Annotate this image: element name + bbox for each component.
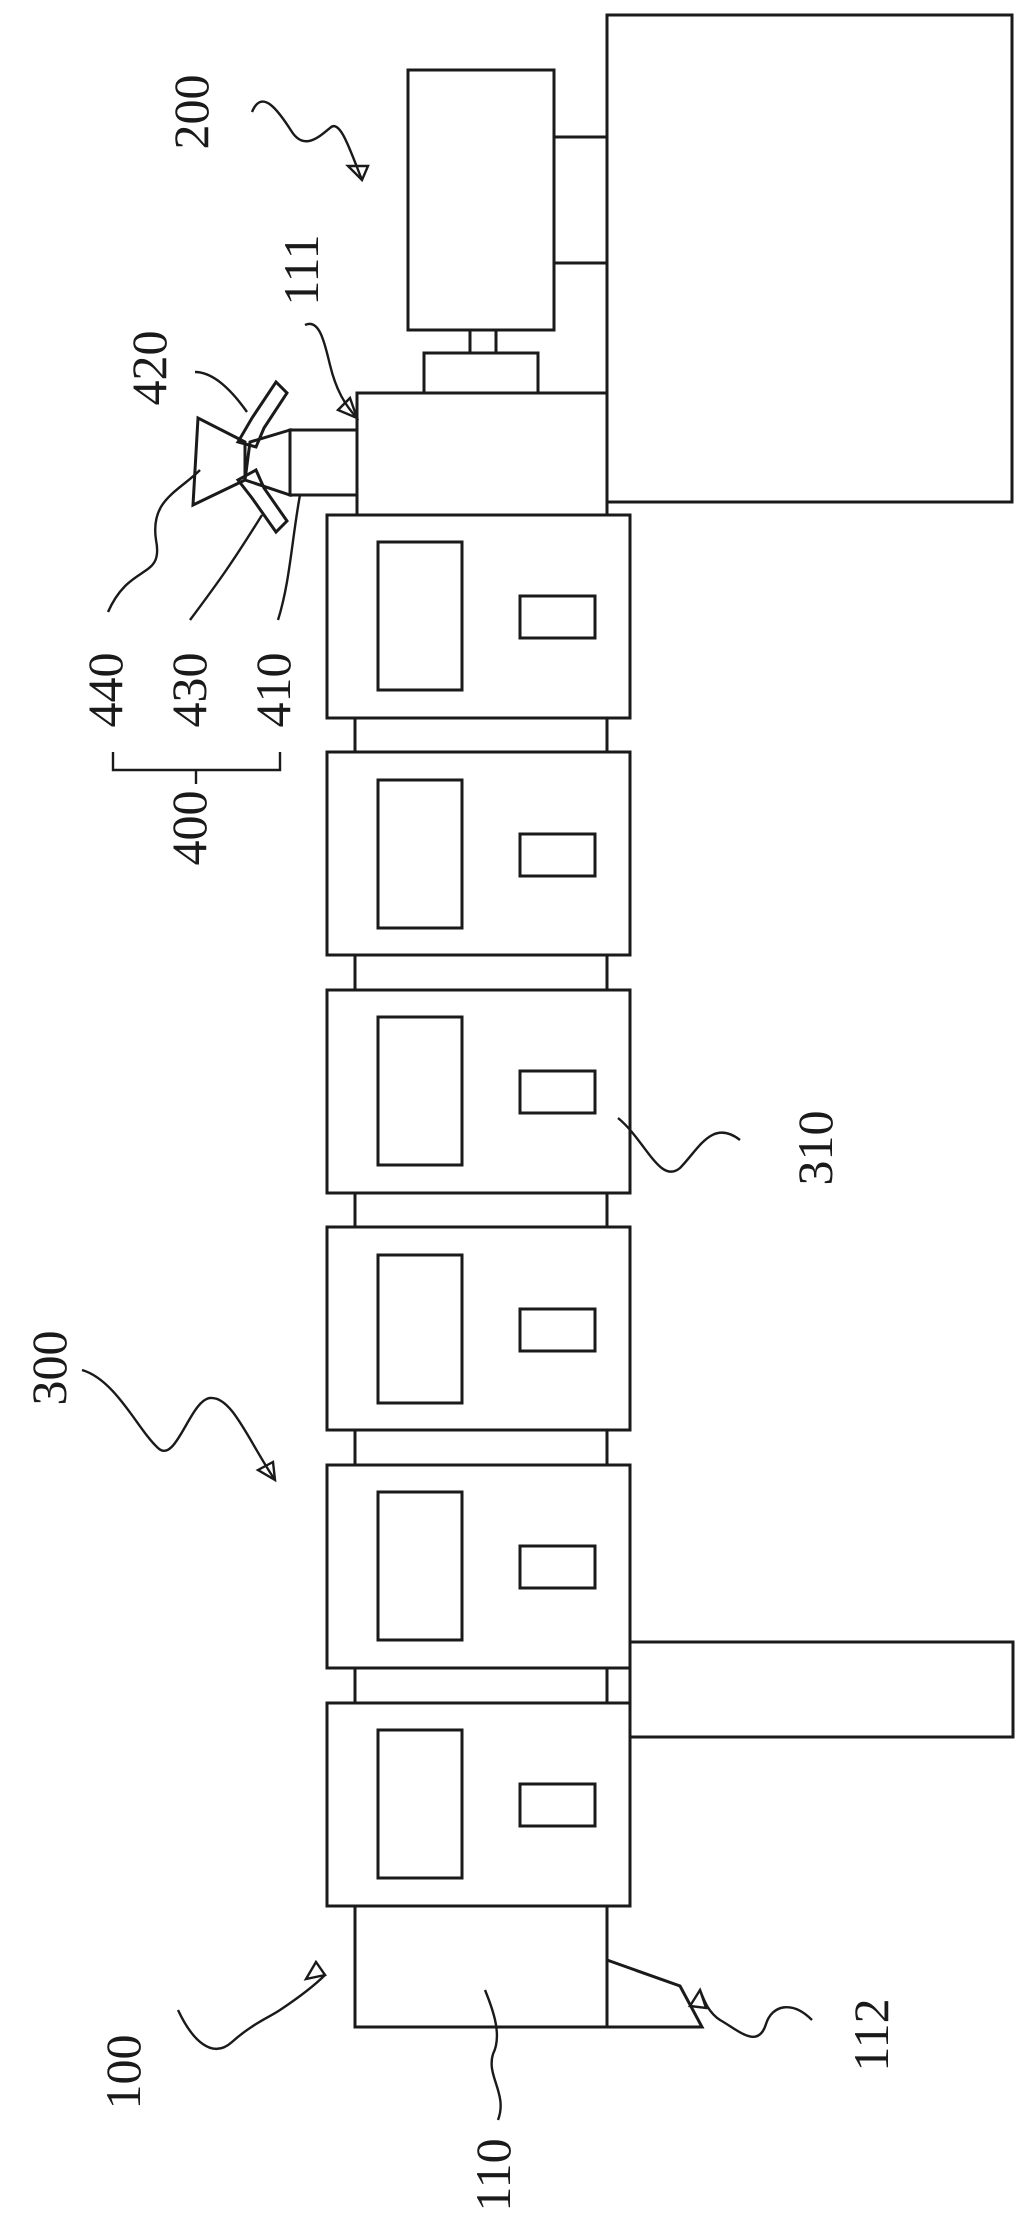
leader-200 <box>250 100 364 181</box>
connector <box>353 716 609 754</box>
module-window <box>376 1728 464 1880</box>
label-420: 420 <box>121 331 177 406</box>
module-window <box>376 540 464 692</box>
label-100: 100 <box>95 2035 151 2110</box>
leader-112 <box>698 1989 813 2038</box>
head-block <box>355 391 609 517</box>
arrowhead-icon <box>255 1460 277 1483</box>
connector <box>353 953 609 992</box>
leader-410 <box>276 494 302 621</box>
label-110: 110 <box>465 2138 521 2211</box>
module-panel <box>518 1307 597 1353</box>
label-300: 300 <box>21 1331 77 1406</box>
base-100 <box>353 1904 705 2029</box>
leader-420 <box>194 370 248 413</box>
label-111: 111 <box>273 234 329 305</box>
arrowhead-icon <box>303 1959 328 1981</box>
bracket-400 <box>111 752 282 784</box>
module <box>325 513 632 720</box>
connector <box>353 1191 609 1229</box>
motor-housing <box>406 68 556 332</box>
module-panel <box>518 1544 597 1590</box>
module-panel <box>518 1782 597 1828</box>
module-stack-300 <box>325 513 1015 1908</box>
feed-pipe-410 <box>288 428 359 497</box>
label-310: 310 <box>787 1111 843 1186</box>
module-frame <box>325 750 632 957</box>
module-window <box>376 1253 464 1405</box>
leader-lines <box>81 100 813 2121</box>
module-panel <box>518 1069 597 1115</box>
leader-310 <box>617 1117 741 1173</box>
module <box>325 1225 632 1432</box>
motor-mount <box>552 135 609 265</box>
module-panel <box>518 594 597 640</box>
module-frame <box>325 988 632 1195</box>
label-200: 200 <box>163 75 219 150</box>
module <box>325 1701 632 1908</box>
connector <box>353 1428 609 1467</box>
module-frame <box>325 1463 632 1670</box>
arrowhead-icon <box>345 164 370 183</box>
hopper-440 <box>191 415 247 508</box>
leader-100 <box>176 1974 326 2050</box>
large-cabinet <box>605 13 1014 504</box>
assembly-200 <box>406 13 1014 504</box>
reference-numerals: 200 111 420 440 430 410 400 310 300 100 … <box>21 75 899 2212</box>
module-panel <box>518 832 597 878</box>
label-410: 410 <box>245 653 301 728</box>
label-440: 440 <box>77 653 133 728</box>
leader-300 <box>81 1368 276 1481</box>
leader-111 <box>304 322 358 419</box>
clamp-arm-420 <box>235 379 289 449</box>
module-window <box>376 1490 464 1642</box>
label-400: 400 <box>161 791 217 866</box>
module-frame <box>325 1701 632 1908</box>
module <box>325 750 632 957</box>
base-block-110 <box>353 1904 609 2029</box>
arrowhead-icon <box>687 1987 708 2010</box>
feed-body <box>243 427 292 498</box>
module-window <box>376 778 464 930</box>
bracket-line <box>111 752 282 772</box>
feeder-400 <box>191 379 359 535</box>
connector <box>353 1666 609 1705</box>
base-wedge-112 <box>605 1957 705 2029</box>
module-connectors <box>353 716 609 1705</box>
leader-440 <box>106 469 201 613</box>
module-window <box>376 1015 464 1167</box>
label-430: 430 <box>161 653 217 728</box>
label-112: 112 <box>843 1998 899 2071</box>
leader-430 <box>189 514 264 621</box>
module <box>325 988 632 1195</box>
arrowheads <box>255 164 708 2010</box>
arrowhead-icon <box>335 395 360 421</box>
shaft-coupling <box>468 328 498 355</box>
module-frame <box>325 513 632 720</box>
clamp-arm-430 <box>235 467 289 535</box>
module-frame <box>325 1225 632 1432</box>
leader-110 <box>483 1989 502 2121</box>
head-block-111 <box>355 391 609 517</box>
shaft-flange <box>422 351 540 395</box>
module <box>325 1463 632 1670</box>
side-support <box>628 1640 1015 1739</box>
